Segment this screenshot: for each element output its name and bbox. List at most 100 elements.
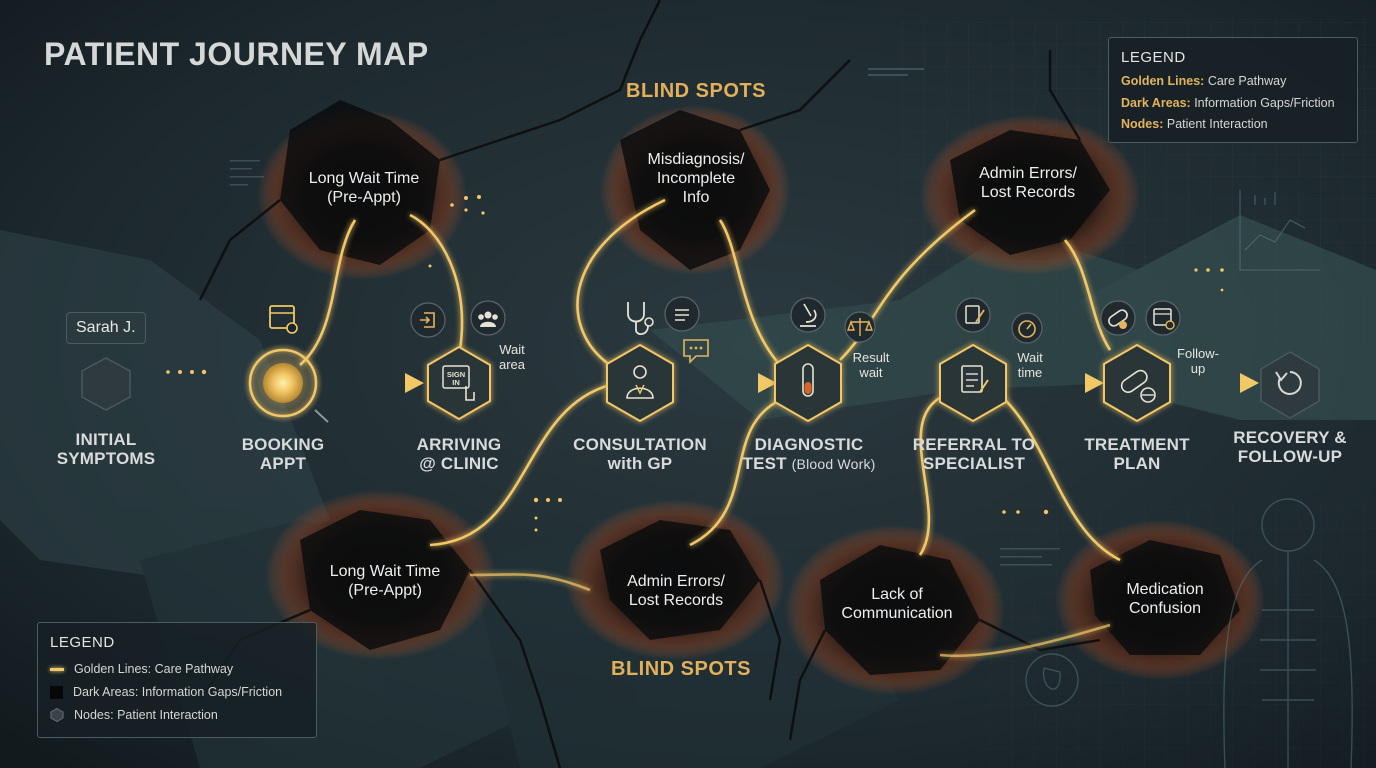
annotation-line: time — [1017, 365, 1043, 380]
timer-icon — [1011, 312, 1043, 344]
stethoscope-icon — [627, 302, 654, 335]
calendar-clock-icon — [1145, 300, 1181, 336]
legend-text: Golden Lines: Care Pathway — [74, 662, 234, 676]
arrowheads — [405, 373, 1259, 393]
stage-label-line2: FOLLOW-UP — [1237, 447, 1343, 466]
pain-line: (Pre-Appt) — [348, 582, 422, 599]
sparkle-dots — [428, 195, 1224, 532]
legend-row-dark-areas: Dark Areas: Information Gaps/Friction — [1121, 96, 1335, 110]
recovery-node — [1260, 351, 1320, 419]
stage-label-line2: SPECIALIST — [922, 454, 1026, 473]
blind-spots-bottom-label: BLIND SPOTS — [611, 658, 751, 680]
legend-row-golden-lines: Golden Lines: Care Pathway — [1121, 74, 1286, 88]
stage-label-referral: REFERRAL TO SPECIALIST — [913, 435, 1035, 473]
pain-point-admin-errors-top: Admin Errors/ Lost Records — [979, 164, 1077, 202]
legend-text: Dark Areas: Information Gaps/Friction — [73, 685, 283, 699]
annotation-line: wait — [859, 365, 883, 380]
stage-label-line2: TEST — [742, 454, 787, 473]
persona-badge: Sarah J. — [66, 312, 146, 344]
pain-line: Confusion — [1128, 600, 1202, 617]
annotation-follow-up: Follow- up — [1177, 346, 1219, 376]
stage-label-line2: SYMPTOMS — [56, 449, 156, 468]
pain-branches — [299, 198, 1121, 657]
annotation-result-wait: Result wait — [853, 350, 890, 380]
stage-label-line1: DIAGNOSTIC — [754, 435, 864, 454]
pain-line: Medication — [1126, 581, 1204, 598]
blind-spots-top-label: BLIND SPOTS — [626, 80, 766, 102]
stage-label-recovery: RECOVERY & FOLLOW-UP — [1233, 428, 1346, 466]
arriving-node: SIGN IN — [427, 345, 491, 421]
pain-line: Lost Records — [628, 592, 724, 609]
legend-heading: LEGEND — [1121, 49, 1186, 66]
pain-point-lack-of-communication: Lack of Communication — [841, 585, 952, 623]
pain-line: Admin Errors/ — [979, 165, 1077, 182]
legend-text: Information Gaps/Friction — [1194, 96, 1335, 110]
annotation-wait-time: Wait time — [1017, 350, 1043, 380]
consultation-node — [606, 343, 674, 423]
diagnostic-node — [774, 343, 842, 423]
stage-label-line2-wrap: TEST (Blood Work) — [742, 454, 875, 474]
stage-label-line1: ARRIVING — [416, 435, 502, 454]
page-title: PATIENT JOURNEY MAP — [44, 36, 429, 72]
stage-label-booking: BOOKING APPT — [242, 435, 325, 473]
legend-key: Dark Areas: — [1121, 96, 1191, 110]
pain-line: Misdiagnosis/ — [647, 151, 745, 168]
pain-line: Long Wait Time — [308, 170, 420, 187]
stage-nodes: SIGN IN — [81, 343, 1320, 423]
tech-mini-chart — [1239, 190, 1320, 271]
pain-line: Communication — [841, 605, 953, 622]
sign-in-small-icon — [410, 302, 446, 338]
capsule-icon — [1100, 300, 1136, 336]
legend-row-nodes: Nodes: Patient Interaction — [50, 708, 218, 722]
stage-label-line2: with GP — [607, 454, 673, 473]
pain-line: Lost Records — [980, 184, 1076, 201]
dark-square-swatch — [50, 685, 63, 699]
anatomy-outline — [1025, 498, 1353, 768]
stage-label-line2: APPT — [259, 454, 307, 473]
hexagon-swatch — [50, 708, 64, 722]
annotation-line: area — [498, 357, 526, 372]
treatment-node — [1103, 343, 1171, 423]
chat-icon — [664, 296, 700, 332]
annotation-line: Follow- — [1177, 346, 1219, 361]
friction-areas — [257, 100, 1265, 695]
annotation-line: Wait — [1017, 350, 1043, 365]
stage-label-line1: CONSULTATION — [573, 435, 707, 454]
stage-label-initial-symptoms: INITIAL SYMPTOMS — [57, 430, 156, 468]
annotation-line: up — [1190, 361, 1206, 376]
booking-node — [243, 343, 329, 423]
annotation-wait-area: Wait area — [499, 342, 525, 372]
main-pathway — [140, 369, 1259, 393]
stage-label-line1: TREATMENT — [1084, 435, 1190, 454]
gold-line-swatch — [50, 667, 64, 671]
start-dots — [166, 369, 207, 375]
stage-label-line2: @ CLINIC — [419, 454, 499, 473]
legend-text: Nodes: Patient Interaction — [74, 708, 218, 722]
annotation-line: Result — [852, 350, 890, 365]
legend-top-right: LEGEND Golden Lines: Care Pathway Dark A… — [1108, 37, 1358, 143]
legend-key: Golden Lines: — [1121, 74, 1205, 88]
stage-label-sub: (Blood Work) — [791, 456, 876, 472]
legend-row-golden-lines: Golden Lines: Care Pathway — [50, 662, 233, 676]
pain-line: Info — [682, 189, 710, 206]
stage-label-consultation: CONSULTATION with GP — [573, 435, 707, 473]
annotation-line: Wait — [499, 342, 525, 357]
pain-point-long-wait-top: Long Wait Time (Pre-Appt) — [309, 169, 420, 207]
legend-text: Patient Interaction — [1166, 117, 1268, 131]
scale-icon — [844, 311, 876, 343]
stage-label-line1: REFERRAL TO — [912, 435, 1036, 454]
satellite-icons — [269, 296, 1181, 364]
referral-node — [939, 343, 1007, 423]
svg-text:SIGN: SIGN — [447, 370, 465, 379]
legend-heading: LEGEND — [50, 634, 115, 651]
pain-line: Admin Errors/ — [627, 573, 725, 590]
stage-label-line1: BOOKING — [241, 435, 325, 454]
stage-label-diagnostic: DIAGNOSTIC TEST (Blood Work) — [742, 435, 875, 474]
legend-row-dark-areas: Dark Areas: Information Gaps/Friction — [50, 685, 282, 699]
legend-key: Nodes: — [1121, 117, 1164, 131]
stage-label-line2: PLAN — [1113, 454, 1161, 473]
stage-label-line1: INITIAL — [75, 430, 137, 449]
calendar-icon — [269, 305, 298, 334]
initial-symptoms-node — [81, 357, 131, 411]
pain-line: Lack of — [871, 586, 923, 603]
